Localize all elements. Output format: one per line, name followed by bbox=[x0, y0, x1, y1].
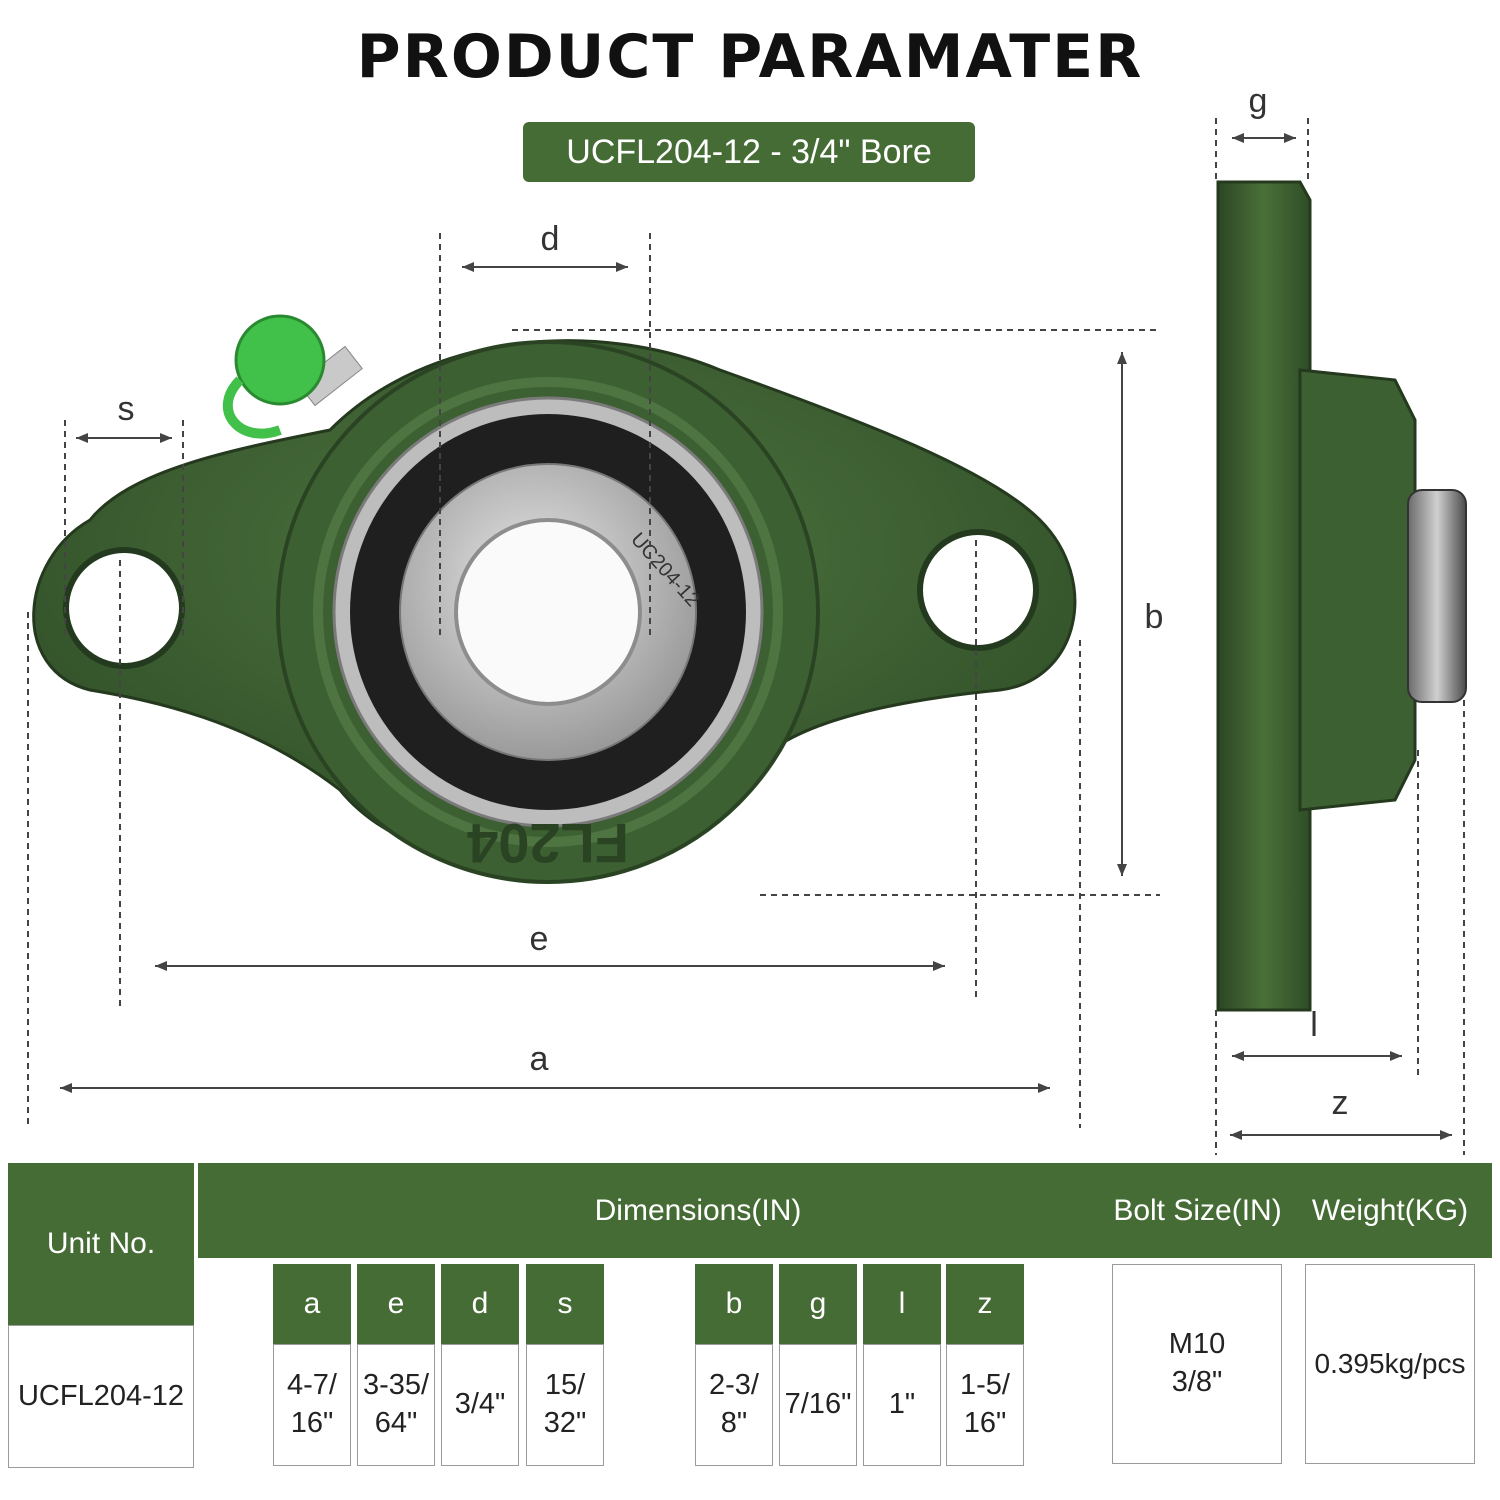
dim-value-z: 1-5/ 16" bbox=[946, 1344, 1024, 1466]
bore bbox=[454, 518, 642, 706]
dim-value-l: 1" bbox=[863, 1344, 941, 1466]
bearing-front-view: UC204-12 FL204 bbox=[32, 314, 1077, 884]
dim-col-g: g bbox=[779, 1264, 857, 1344]
housing-marking: FL204 bbox=[467, 812, 629, 875]
unit-no-value: UCFL204-12 bbox=[8, 1325, 194, 1468]
table-header-band bbox=[8, 1163, 1492, 1258]
dim-label-e: e bbox=[530, 920, 549, 958]
dim-value-g: 7/16" bbox=[779, 1344, 857, 1466]
dim-col-l: l bbox=[863, 1264, 941, 1344]
bearing-side-view bbox=[1216, 180, 1467, 1012]
side-flange bbox=[1216, 180, 1312, 1012]
hub-rim bbox=[313, 377, 783, 847]
page-title: PRODUCT PARAMATER bbox=[356, 22, 1144, 92]
dim-col-e: e bbox=[357, 1264, 435, 1344]
dim-value-d: 3/4" bbox=[441, 1344, 519, 1466]
dim-label-g: g bbox=[1249, 82, 1268, 120]
dim-label-a: a bbox=[530, 1040, 549, 1078]
side-hub bbox=[1298, 368, 1417, 812]
dim-col-b: b bbox=[695, 1264, 773, 1344]
dim-col-a: a bbox=[273, 1264, 351, 1344]
right-bolt-hole bbox=[917, 529, 1039, 651]
arrowheads bbox=[60, 133, 1452, 1140]
dim-label-d: d bbox=[541, 220, 560, 258]
dim-label-z: z bbox=[1332, 1084, 1349, 1122]
dimensions-header: Dimensions(IN) bbox=[594, 1193, 802, 1227]
dim-label-b: b bbox=[1145, 598, 1164, 636]
technical-drawing: UC204-12 FL204 bbox=[27, 82, 1467, 1155]
dim-label-l: l bbox=[1310, 1006, 1318, 1044]
grease-fitting bbox=[222, 314, 363, 439]
dim-value-s: 15/ 32" bbox=[526, 1344, 604, 1466]
dim-col-z: z bbox=[946, 1264, 1024, 1344]
header-divider bbox=[193, 1163, 198, 1258]
dim-col-s: s bbox=[526, 1264, 604, 1344]
dim-label-s: s bbox=[118, 390, 135, 428]
dim-value-a: 4-7/ 16" bbox=[273, 1344, 351, 1466]
weight-value: 0.395kg/pcs bbox=[1305, 1264, 1475, 1464]
dim-value-e: 3-35/ 64" bbox=[357, 1344, 435, 1466]
weight-header: Weight(KG) bbox=[1311, 1193, 1469, 1227]
dimension-lines bbox=[27, 118, 1465, 1155]
dim-col-d: d bbox=[441, 1264, 519, 1344]
bolt-size-header: Bolt Size(IN) bbox=[1113, 1193, 1282, 1227]
left-bolt-hole bbox=[63, 547, 185, 669]
dim-value-b: 2-3/ 8" bbox=[695, 1344, 773, 1466]
model-badge: UCFL204-12 - 3/4" Bore bbox=[523, 122, 975, 182]
grease-cap-icon bbox=[234, 314, 326, 406]
side-bearing-collar bbox=[1407, 489, 1467, 703]
bolt-size-value: M10 3/8" bbox=[1112, 1264, 1282, 1464]
unit-no-header: Unit No. bbox=[8, 1163, 194, 1325]
